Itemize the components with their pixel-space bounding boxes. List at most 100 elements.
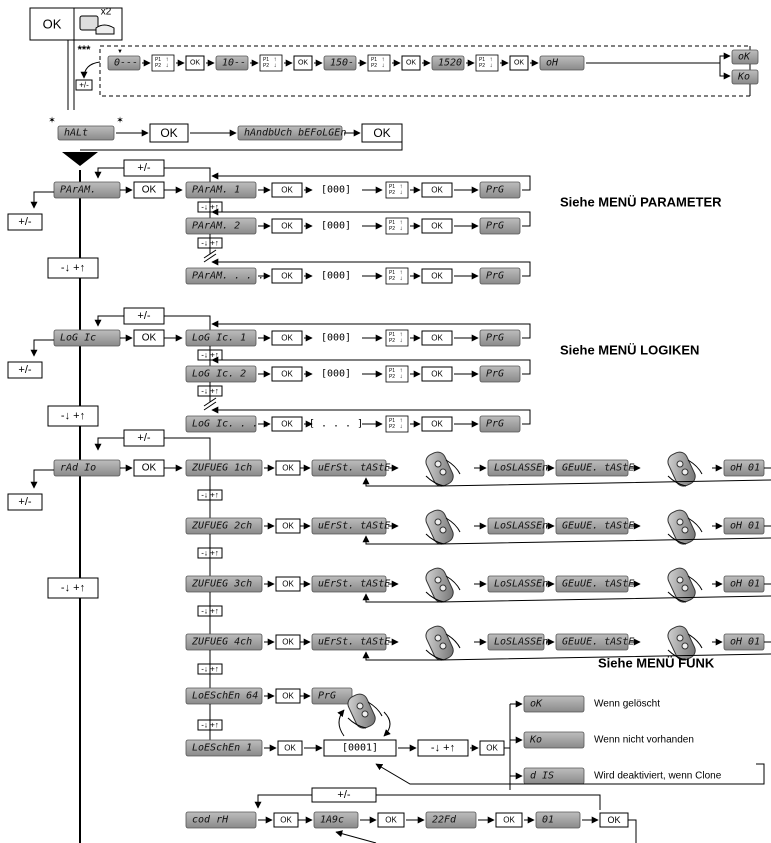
ok-key: [421, 366, 453, 382]
radio-add-lcd: ZUFUEG 1ch: [185, 459, 263, 477]
lcd-text: uErSt. tAStE: [318, 637, 390, 648]
lcd-text: PrG: [486, 419, 504, 430]
connector-line: [211, 208, 531, 227]
done-lcd: oH 01: [723, 517, 765, 535]
ok-key-label: OK: [281, 272, 293, 281]
plusminus-key-label: +/-: [18, 364, 31, 376]
prg-lcd: PrG: [479, 365, 521, 383]
lcd-text: LoESchEn 64: [192, 691, 258, 702]
lcd-text: LoSLASSEn: [494, 463, 548, 474]
remote-body: [425, 451, 454, 487]
prg-lcd: PrG: [479, 181, 521, 199]
result-lcd: oK: [523, 695, 585, 713]
lcd-frame: [555, 633, 629, 651]
lcd-text: oH 01: [730, 521, 760, 532]
remote-body: [667, 509, 696, 545]
lcd-frame: [185, 217, 257, 235]
lcd-text: LoSLASSEn: [494, 637, 548, 648]
result-lcd: d IS: [523, 767, 585, 785]
remote-control-icon: [667, 509, 703, 545]
ok-key: [271, 218, 303, 234]
lcd-text: 150-: [330, 58, 354, 69]
up-icon: ↑: [274, 57, 277, 63]
prg-lcd: PrG: [311, 687, 353, 705]
lcd-frame: [487, 517, 545, 535]
lcd-frame: [487, 459, 545, 477]
connector-line: [211, 172, 531, 191]
lcd-frame: [311, 687, 353, 705]
lcd-frame: [311, 459, 387, 477]
p2-label: P2: [371, 63, 377, 69]
test-lcd-0: 0---: [107, 55, 141, 71]
lcd-text: PrG: [486, 369, 504, 380]
ok-button: [29, 7, 75, 41]
up-icon: ↑: [400, 184, 403, 190]
p2-label: P2: [389, 226, 395, 232]
ok-key-label: OK: [431, 222, 443, 231]
connector-line: [30, 339, 54, 357]
ok-key-label: OK: [298, 60, 308, 67]
plusminus-key-label: +/-: [337, 789, 350, 801]
ok-key: [421, 268, 453, 284]
lcd-text: LoSLASSEn: [494, 579, 548, 590]
break-mark: [203, 397, 217, 407]
cod-value-lcd: 1A9c: [313, 811, 359, 829]
p2-label: P2: [389, 374, 395, 380]
down-marker: ▼: [117, 49, 123, 55]
lcd-frame: [311, 633, 387, 651]
hand-icon: [445, 517, 461, 533]
ok-key-label: OK: [282, 692, 294, 701]
lcd-text: GEuUE. tAStE: [562, 637, 634, 648]
connector-line: [164, 167, 211, 184]
section-caption: Siehe MENÜ FUNK: [598, 656, 715, 671]
ok-key-label: OK: [607, 815, 620, 825]
ok-key-label: OK: [486, 744, 498, 753]
lcd-text: GEuUE. tAStE: [562, 463, 634, 474]
p1-p2-key: [367, 54, 391, 72]
lcd-text: cod rH: [192, 815, 229, 826]
remote-body: [425, 625, 454, 661]
test-lcd-3: 1520: [431, 55, 465, 71]
connector-line: [376, 794, 601, 810]
p1-label: P1: [389, 368, 395, 374]
plusminus-key: [7, 361, 43, 379]
lcd-text: PrG: [486, 221, 504, 232]
remote-button: [681, 584, 689, 592]
remote-control-icon: [425, 451, 461, 487]
plusminus-key: [7, 493, 43, 511]
stars-label: ***: [78, 44, 92, 56]
ok-key-label: OK: [431, 334, 443, 343]
break-mark: [203, 249, 217, 259]
up-icon: ↑: [382, 57, 385, 63]
connector-line: [375, 763, 765, 785]
p1-label: P1: [389, 418, 395, 424]
ok-key-label: OK: [514, 60, 524, 67]
connector-line: [211, 356, 531, 375]
plusminus-key-label: +/-: [18, 496, 31, 508]
return-arrow: [80, 61, 101, 79]
connector-line: [719, 63, 731, 80]
p1-p2-key: [385, 415, 409, 433]
ok-key-label: OK: [431, 370, 443, 379]
remote-control-icon: [667, 567, 703, 603]
hand-icon: [687, 459, 703, 475]
lcd-frame: [555, 517, 629, 535]
cycle-arrow: [337, 709, 345, 737]
remote-body: [667, 451, 696, 487]
lcd-frame: [185, 517, 263, 535]
done-lcd: oH 01: [723, 575, 765, 593]
lcd-text: 22Fd: [432, 815, 457, 826]
remote-button: [434, 576, 442, 584]
p2-label: P2: [389, 424, 395, 430]
ok-key: [271, 268, 303, 284]
plusminus-key-label: +/-: [18, 216, 31, 228]
lcd-frame: [535, 811, 581, 829]
connector-line: [80, 133, 403, 151]
lcd-frame: [731, 69, 759, 85]
ok-button: [149, 123, 189, 143]
p1-p2-key: [385, 329, 409, 347]
test-result-ko: Ko: [731, 69, 759, 85]
lcd-text: PArAM. 1: [192, 185, 240, 196]
lcd-text: PrG: [318, 691, 336, 702]
